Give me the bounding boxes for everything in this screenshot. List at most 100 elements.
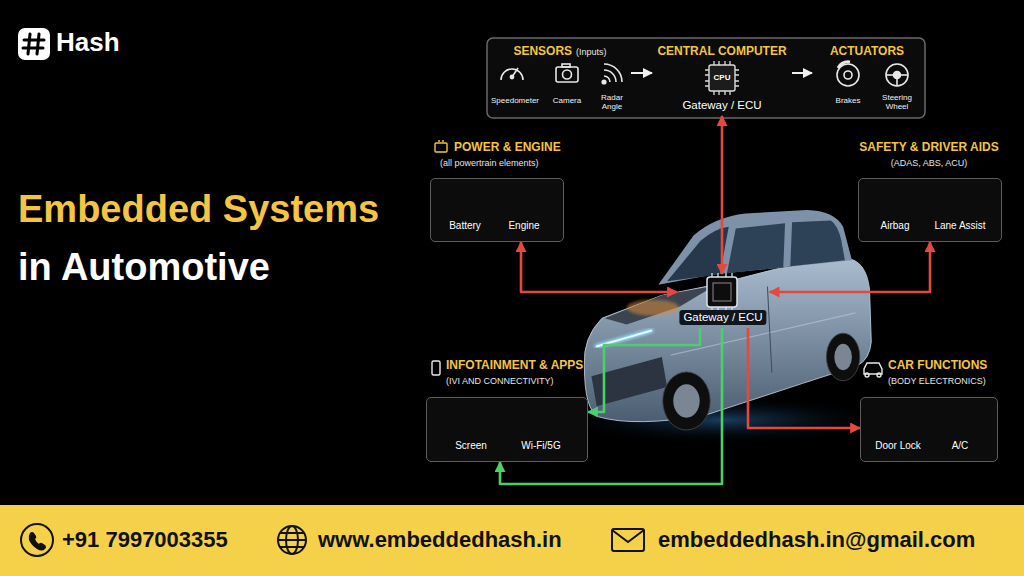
component-label: Battery [449,220,481,232]
car-illustration [584,210,871,430]
component-label: Engine [508,220,539,232]
brake-disc-icon [837,64,859,86]
battery-heading-icon [435,143,447,152]
phone-icon [29,532,46,551]
car-illustration [658,210,852,285]
bus-link [748,328,860,428]
radar-icon [602,64,622,84]
body-electronics-panel: CAR FUNCTIONS(BODY ELECTRONICS)Door Lock… [860,358,998,462]
car-heading-icon [865,373,869,377]
group-heading: ACTUATORS [830,45,904,59]
radar-icon [602,80,606,84]
component-label: Airbag [881,220,910,232]
steering-wheel-icon [886,64,908,86]
car-illustration [790,221,845,267]
ecu-label: Gateway / ECU [682,99,761,112]
powertrain-panel: POWER & ENGINE(all powertrain elements)B… [430,140,564,242]
steering-wheel-icon [894,72,901,79]
logo-icon [23,34,44,54]
component-label: Wi-Fi/5G [521,440,560,452]
globe-icon [278,533,306,547]
panel-frame [430,178,564,242]
phone-icon [21,524,53,556]
radar-icon [604,76,610,82]
phone-heading-icon [432,361,440,375]
speedometer-icon [501,69,523,80]
panel-frame [860,397,998,462]
cpu-chip-icon [709,65,735,91]
car-heading-icon [864,363,882,377]
car-illustration [727,223,785,273]
contact-bar [0,505,1024,576]
computer-group: CENTRAL COMPUTER CPU Gateway / ECU [652,42,792,116]
brake-disc-icon [837,62,859,86]
logo-icon [18,28,50,60]
group-heading: CENTRAL COMPUTER [657,45,786,59]
logo-icon [18,28,50,60]
steering-wheel-icon [896,79,898,87]
steering-wheel-icon [886,64,908,86]
steering-wheel-icon [901,74,909,76]
group-subheading: (all powertrain elements) [440,158,539,168]
radar-icon [604,70,616,82]
actuator-group: ACTUATORSBrakesSteering Wheel [812,42,922,116]
envelope-icon [612,530,644,542]
group-subheading: (Inputs) [576,47,607,57]
battery-heading-icon [438,140,440,141]
globe-icon [278,526,306,554]
car-illustration [834,344,852,370]
steering-wheel-icon [886,74,894,76]
panel-frame [426,397,588,462]
battery-heading-icon [442,140,444,141]
ecu-chip-icon [707,277,737,307]
component-label: A/C [952,440,969,452]
group-subheading: (ADAS, ABS, ACU) [891,158,968,168]
car-illustration [663,372,711,430]
component-label: Radar Angle [596,93,628,111]
car-illustration [826,333,859,381]
data-link [588,328,700,412]
bus-link [521,242,677,292]
car-illustration [584,258,871,421]
camera-icon [556,64,578,82]
envelope-icon [612,529,644,551]
ecu-chip-icon [707,273,737,311]
car-illustration [673,384,699,417]
car-illustration [627,300,680,316]
logo-icon [23,47,43,50]
battery-heading-icon [435,141,447,152]
heading-row: SENSORS (Inputs) [513,45,606,59]
phone-icon [21,524,53,556]
panel-frame [858,178,1002,242]
group-heading: SAFETY & DRIVER AIDS [859,141,998,155]
infotainment-panel: INFOTAINMENT & APPS(IVI AND CONNECTIVITY… [426,358,588,462]
bus-link [770,242,930,292]
logo-icon [24,39,44,42]
chip-label: CPU [714,73,731,82]
camera-icon [563,70,572,79]
speedometer-icon [510,75,513,78]
car-illustration [767,287,771,373]
brand-name: Hash [56,27,120,58]
component-label: Steering Wheel [877,93,917,111]
ecu-chip-icon [712,273,732,311]
radar-icon [604,64,622,82]
globe-icon [278,526,306,554]
cpu-chip-icon [705,61,739,95]
ecu-label: Gateway / ECU [679,310,766,325]
group-heading: CAR FUNCTIONS [888,359,987,373]
input-output-panel [487,38,925,118]
group-heading: SENSORS [513,45,572,59]
flow-arrow [631,72,652,74]
component-label: Speedometer [491,96,539,105]
brake-disc-icon [844,71,852,79]
flow-arrow [792,72,812,74]
car-illustration [667,227,729,282]
contact-bar [0,505,1024,576]
ecu-chip-icon [713,283,731,301]
phone-heading-icon [432,361,440,375]
gateway-ecu: Gateway / ECU [677,274,770,328]
logo-icon [28,34,30,54]
